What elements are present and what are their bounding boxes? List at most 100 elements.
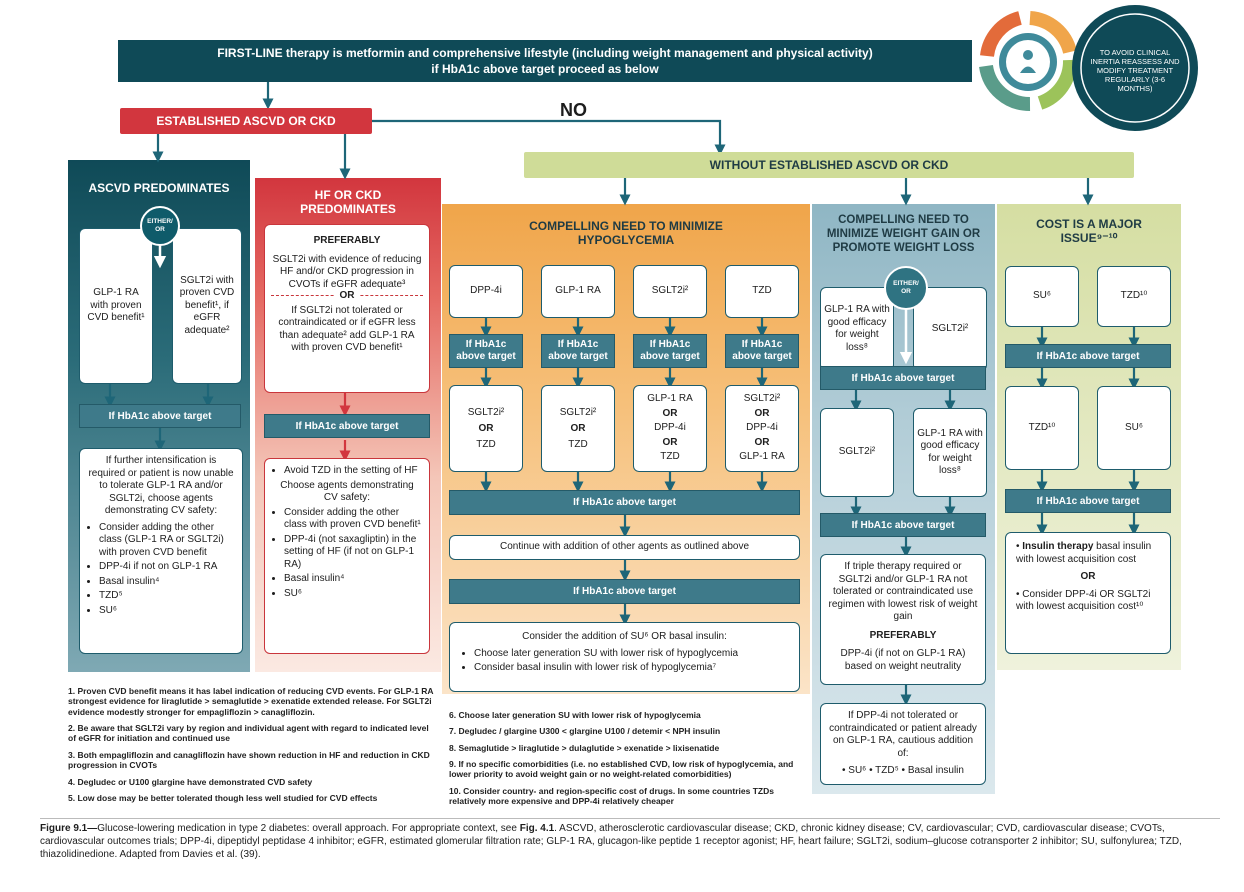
footnote: 1. Proven CVD benefit means it has label… bbox=[68, 686, 434, 717]
list-item: Basal insulin⁴ bbox=[284, 573, 422, 586]
weight-triple-text: If triple therapy required or SGLT2i and… bbox=[828, 561, 978, 622]
list-item: Consider basal insulin with lower risk o… bbox=[474, 662, 787, 675]
footnote: 6. Choose later generation SU with lower… bbox=[449, 710, 701, 720]
reassess-text: TO AVOID CLINICAL INERTIA REASSESS AND M… bbox=[1090, 47, 1180, 93]
no-label: NO bbox=[560, 100, 587, 120]
cost-insulin-line: • Insulin therapy basal insulin with low… bbox=[1016, 541, 1152, 565]
caption-rule bbox=[40, 818, 1220, 819]
weight-sglt2-box-2: SGLT2i² bbox=[820, 408, 894, 497]
hypo-hba1c-2: If HbA1c above target bbox=[633, 334, 707, 368]
or-label: OR bbox=[754, 436, 770, 448]
weight-last-text: • SU⁶ • TZD⁵ • Basal insulin bbox=[842, 765, 964, 776]
weight-title: COMPELLING NEED TO MINIMIZE WEIGHT GAIN … bbox=[826, 214, 981, 254]
without-bar: WITHOUT ESTABLISHED ASCVD OR CKD bbox=[524, 152, 1134, 178]
footnote: 8. Semaglutide > liraglutide > dulagluti… bbox=[449, 742, 720, 753]
footnote: 2. Be aware that SGLT2i vary by region a… bbox=[68, 723, 429, 744]
hf-preferably: PREFERABLY bbox=[313, 235, 381, 246]
caption-label: Figure 9.1— bbox=[40, 823, 98, 834]
hypo-hba1c-0: If HbA1c above target bbox=[449, 334, 523, 368]
hypo-drug-1: GLP-1 RA bbox=[541, 265, 615, 318]
drug-name: GLP-1 RA bbox=[739, 451, 785, 463]
hf-p2: If SGLT2i not tolerated or contraindicat… bbox=[278, 304, 416, 354]
hypo-second-0: SGLT2i² OR TZD bbox=[449, 385, 523, 472]
list-item: DPP-4i if not on GLP-1 RA bbox=[99, 561, 235, 574]
hf-or: OR bbox=[334, 290, 360, 303]
cost-hba1c-2: If HbA1c above target bbox=[1005, 489, 1171, 513]
cost-su-box-2: SU⁶ bbox=[1097, 386, 1171, 470]
caption-text: Glucose-lowering medication in type 2 di… bbox=[97, 823, 520, 834]
hf-bottom-box: Avoid TZD in the setting of HF Choose ag… bbox=[264, 458, 430, 654]
hypo-hba1c-1: If HbA1c above target bbox=[541, 334, 615, 368]
drug-name: DPP-4i bbox=[654, 422, 686, 434]
drug-name: DPP-4i bbox=[746, 422, 778, 434]
drug-name: GLP-1 RA bbox=[647, 393, 693, 405]
or-label: OR bbox=[662, 436, 678, 448]
either-or-badge-2: EITHER/ OR bbox=[884, 266, 928, 310]
hypo-hba1c-wide-2: If HbA1c above target bbox=[449, 579, 800, 604]
first-line-text: FIRST-LINE therapy is metformin and comp… bbox=[217, 45, 873, 60]
list-item: SU⁶ bbox=[99, 605, 235, 618]
drug-name: SGLT2i² bbox=[743, 393, 781, 405]
figure-caption: Figure 9.1—Glucose-lowering medication i… bbox=[40, 822, 1226, 861]
hypo-consider-text: Consider the addition of SU⁶ OR basal in… bbox=[522, 631, 727, 642]
hf-bullets: Consider adding the other class with pro… bbox=[272, 507, 422, 601]
weight-triple-box: If triple therapy required or SGLT2i and… bbox=[820, 554, 986, 685]
list-item: Consider adding the other class with pro… bbox=[284, 507, 422, 532]
list-item: Avoid TZD in the setting of HF bbox=[284, 465, 422, 478]
weight-hba1c-1: If HbA1c above target bbox=[820, 366, 986, 390]
or-label: OR bbox=[478, 422, 494, 434]
footnote: 3. Both empagliflozin and canagliflozin … bbox=[68, 749, 430, 771]
weight-preferably: PREFERABLY bbox=[869, 629, 937, 641]
cost-hba1c-1: If HbA1c above target bbox=[1005, 344, 1171, 368]
first-line-bar: FIRST-LINE therapy is metformin and comp… bbox=[118, 40, 972, 82]
cost-su-box: SU⁶ bbox=[1005, 266, 1079, 327]
weight-glp1-box-2: GLP-1 RA with good efficacy for weight l… bbox=[913, 408, 987, 497]
either-or-badge: EITHER/ OR bbox=[140, 206, 180, 246]
cost-or: OR bbox=[1080, 571, 1096, 582]
hypo-bullets: Choose later generation SU with lower ri… bbox=[462, 648, 787, 675]
footnote: 7. Degludec / glargine U300 < glargine U… bbox=[449, 726, 721, 737]
list-item: SU⁶ bbox=[284, 588, 422, 601]
hf-preferably-box: PREFERABLY SGLT2i with evidence of reduc… bbox=[264, 224, 430, 393]
cost-title: COST IS A MAJOR ISSUE⁹⁻¹⁰ bbox=[1036, 216, 1142, 245]
cost-dpp-text: Consider DPP-4i OR SGLT2i with lowest ac… bbox=[1016, 588, 1151, 613]
drug-name: SGLT2i² bbox=[467, 406, 505, 418]
hypo-drug-3: TZD bbox=[725, 265, 799, 318]
footnote: 9. If no specific comorbidities (i.e. no… bbox=[449, 759, 794, 780]
weight-hba1c-2: If HbA1c above target bbox=[820, 513, 986, 537]
footnote: 5. Low dose may be better tolerated thou… bbox=[68, 792, 378, 803]
hypo-drug-0: DPP-4i bbox=[449, 265, 523, 318]
ascvd-further-box: If further intensification is required o… bbox=[79, 448, 243, 654]
weight-sglt2-box: SGLT2i² bbox=[913, 287, 987, 371]
drug-name: TZD bbox=[660, 451, 680, 463]
footnotes-right: 6. Choose later generation SU with lower… bbox=[449, 710, 801, 813]
drug-name: SGLT2i² bbox=[559, 406, 597, 418]
list-item: Basal insulin⁴ bbox=[99, 576, 235, 589]
footnote: 4. Degludec or U100 glargine have demons… bbox=[68, 776, 313, 787]
established-bar: ESTABLISHED ASCVD OR CKD bbox=[120, 108, 372, 134]
footnote: 10. Consider country- and region-specifi… bbox=[449, 785, 774, 807]
drug-name: TZD bbox=[476, 438, 496, 450]
weight-ifdpp-box: If DPP-4i not tolerated or contraindicat… bbox=[820, 703, 986, 785]
ascvd-sglt2-box: SGLT2i with proven CVD benefit¹, if eGFR… bbox=[172, 228, 242, 384]
footnotes-left: 1. Proven CVD benefit means it has label… bbox=[68, 686, 438, 809]
caption-ref: Fig. 4.1 bbox=[519, 823, 555, 834]
hf-choose: Choose agents demonstrating CV safety: bbox=[280, 479, 414, 504]
reassess-circle bbox=[1072, 5, 1198, 131]
weight-glp1-box: GLP-1 RA with good efficacy for weight l… bbox=[820, 287, 894, 371]
weight-ifdpp-text: If DPP-4i not tolerated or contraindicat… bbox=[829, 710, 977, 759]
list-item: TZD⁵ bbox=[99, 590, 235, 603]
ascvd-further-text: If further intensification is required o… bbox=[88, 455, 234, 516]
hf-p1: SGLT2i with evidence of reducing HF and/… bbox=[272, 253, 422, 290]
hypo-hba1c-3: If HbA1c above target bbox=[725, 334, 799, 368]
hypo-consider-box: Consider the addition of SU⁶ OR basal in… bbox=[449, 622, 800, 692]
drug-name: TZD bbox=[568, 438, 588, 450]
cost-insulin-rest: basal insulin with lowest acquisition co… bbox=[1016, 541, 1152, 565]
hypo-hba1c-wide: If HbA1c above target bbox=[449, 490, 800, 515]
or-label: OR bbox=[662, 407, 678, 419]
ascvd-hba1c-bar: If HbA1c above target bbox=[79, 404, 241, 428]
ascvd-bullets: Consider adding the other class (GLP-1 R… bbox=[87, 522, 235, 618]
